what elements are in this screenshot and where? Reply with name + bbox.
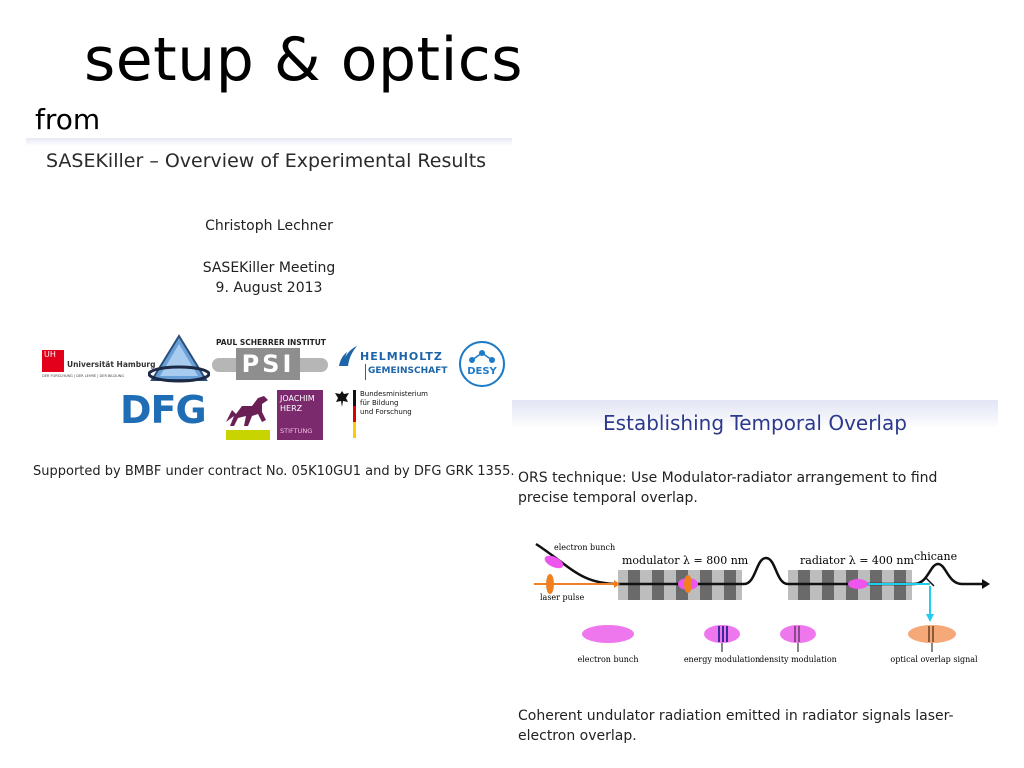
joachim-line3: STIFTUNG <box>280 427 313 435</box>
slide1-support-note: Supported by BMBF under contract No. 05K… <box>33 464 515 479</box>
label-laser-pulse: laser pulse <box>540 593 584 602</box>
caption-energy-modulation: energy modulation <box>684 655 760 664</box>
horse-icon <box>226 396 268 426</box>
uhh-mark: UH <box>42 350 64 372</box>
bmbf-line1: Bundesministerium <box>360 390 428 398</box>
energy-modulation-icon <box>704 625 740 652</box>
page-title: setup & optics <box>84 25 523 95</box>
helmholtz-logo: HELMHOLTZ GEMEINSCHAFT <box>338 344 456 384</box>
psi-caption: PAUL SCHERRER INSTITUT <box>216 338 326 347</box>
slide-header-band <box>26 138 512 146</box>
uhh-name: Universität Hamburg <box>67 360 156 369</box>
horse-logo <box>222 392 272 442</box>
temporal-overlap-slide-thumbnail: Establishing Temporal Overlap ORS techni… <box>512 400 998 748</box>
beam-arrow-icon <box>982 579 990 589</box>
bmbf-line2: für Bildung <box>360 399 399 407</box>
eagle-icon <box>335 391 349 407</box>
desy-circle-icon <box>459 341 505 387</box>
caption-overlap-signal: optical overlap signal <box>890 655 978 664</box>
helmholtz-line1: HELMHOLTZ <box>360 350 443 363</box>
desy-logo: DESY <box>458 340 506 388</box>
label-radiator: radiator λ = 400 nm <box>800 554 914 567</box>
caption-electron-bunch: electron bunch <box>577 655 638 664</box>
from-label: from <box>35 103 101 136</box>
slide1-meeting: SASEKiller Meeting <box>202 260 336 276</box>
slide1-author: Christoph Lechner <box>205 218 333 234</box>
slide2-conclusion-text: Coherent undulator radiation emitted in … <box>518 708 954 744</box>
helmholtz-swoosh-icon <box>339 346 357 366</box>
caption-bunch-icon <box>582 625 634 643</box>
helmholtz-line2: GEMEINSCHAFT <box>368 366 448 376</box>
label-modulator: modulator λ = 800 nm <box>622 554 749 567</box>
psi-logo: PAUL SCHERRER INSTITUT PSI <box>212 338 328 384</box>
slide1-date: 9. August 2013 <box>215 280 323 296</box>
label-chicane: chicane <box>914 550 957 563</box>
triangle-logo-icon <box>148 334 210 383</box>
desy-label: DESY <box>467 366 497 377</box>
slide2-title: Establishing Temporal Overlap <box>603 411 907 435</box>
density-modulation-icon <box>780 625 816 652</box>
bunch-in-radiator-icon <box>848 579 868 589</box>
psi-mark: PSI <box>236 348 300 380</box>
label-electron-bunch: electron bunch <box>554 543 615 552</box>
overlap-signal-icon <box>908 625 956 652</box>
joachim-herz-logo: JOACHIM HERZ STIFTUNG <box>277 390 323 440</box>
ors-setup-diagram: electron bunch laser pulse modulator λ =… <box>534 542 990 664</box>
electron-trajectory <box>535 542 982 586</box>
electron-bunch-icon <box>544 555 564 569</box>
bmbf-line3: und Forschung <box>360 408 412 416</box>
slide2-intro-text: ORS technique: Use Modulator-radiator ar… <box>518 470 938 506</box>
uhh-tagline: DER FORSCHUNG | DER LEHRE | DER BILDUNG <box>42 374 124 378</box>
joachim-line1: JOACHIM <box>280 394 315 403</box>
title-slide-thumbnail: SASEKiller – Overview of Experimental Re… <box>26 138 515 498</box>
laser-pulse-icon <box>546 574 554 594</box>
slide-header-band <box>512 400 998 428</box>
joachim-line2: HERZ <box>280 404 303 413</box>
uhh-logo: UH Universität Hamburg DER FORSCHUNG | D… <box>42 350 156 380</box>
caption-density-modulation: density modulation <box>759 655 837 664</box>
slide1-title: SASEKiller – Overview of Experimental Re… <box>46 150 487 172</box>
bmbf-logo: Bundesministerium für Bildung und Forsch… <box>334 390 444 440</box>
dfg-logo: DFG <box>120 388 207 432</box>
